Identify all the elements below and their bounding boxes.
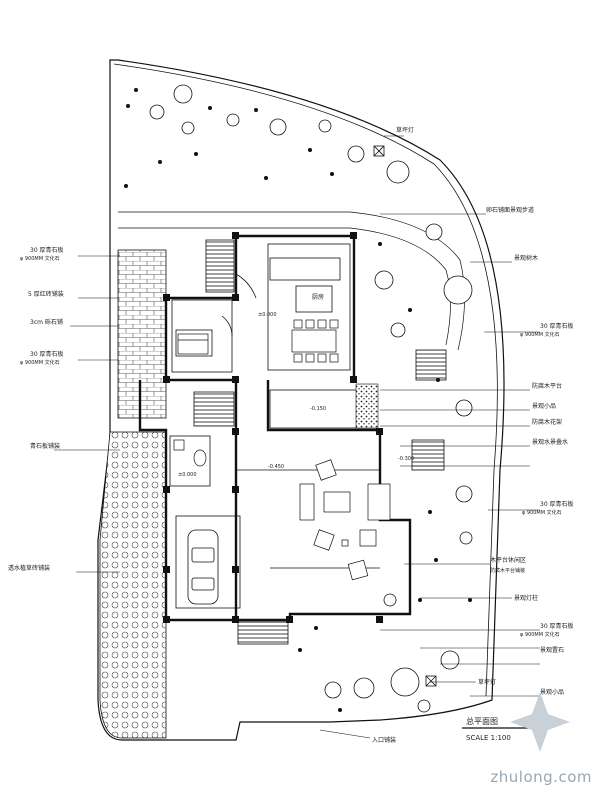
stairs-right-upper	[415, 349, 447, 381]
label-right-10b: 防腐木平台铺装	[490, 567, 525, 574]
garden-path-upper-2	[118, 227, 451, 346]
dining-furniture	[291, 319, 339, 363]
label-right-4b: φ 900MM 文化石	[520, 331, 560, 338]
label-right-7: 防腐木花架	[532, 418, 562, 426]
room-kitchen: 厨房	[312, 293, 324, 301]
label-left-1b: φ 900MM 文化石	[20, 255, 60, 262]
room-level3: -0.450	[268, 464, 284, 470]
label-right-3: 景观树木	[514, 254, 538, 262]
label-right-10a: 木平台休闲区	[490, 556, 526, 564]
room-level2: -0.150	[310, 406, 326, 412]
car	[187, 529, 219, 605]
trees	[149, 84, 473, 713]
label-left-4b: φ 900MM 文化石	[20, 359, 60, 366]
label-left-1a: 30 厚青石板	[30, 246, 64, 254]
label-right-4a: 30 厚青石板	[540, 322, 574, 330]
stairs-middle	[193, 391, 235, 427]
label-right-9b: φ 900MM 文化石	[522, 509, 562, 516]
lamp-icons	[373, 145, 437, 687]
label-right-1: 草坪灯	[396, 126, 414, 134]
site-boundary	[97, 59, 505, 741]
label-left-5: 青石板铺装	[30, 442, 60, 450]
site-boundary-inner	[113, 63, 498, 697]
stairs-entrance	[237, 621, 289, 645]
room-dining: ±0.000	[258, 312, 277, 318]
stairs-upper	[205, 239, 235, 293]
watermark-logo	[510, 692, 570, 752]
columns	[163, 232, 383, 623]
label-right-13: 景观置石	[540, 647, 564, 654]
grass-paver-area	[99, 431, 167, 739]
label-right-8: 景观水景叠水	[532, 438, 568, 446]
label-left-3: 3cm 砾石铺	[30, 318, 63, 326]
shrubs	[124, 88, 472, 712]
label-right-12a: 30 厚青石板	[540, 622, 574, 630]
living-furniture	[299, 459, 391, 581]
leader-lines	[54, 135, 540, 739]
label-entrance: 入口铺装	[372, 736, 396, 744]
watermark-text: zhulong.com	[490, 768, 592, 786]
label-left-4a: 30 厚青石板	[30, 350, 64, 358]
label-right-15: 景观小品	[540, 688, 564, 696]
gravel-strip	[355, 383, 379, 429]
label-left-6: 透水植草砖铺装	[8, 564, 50, 572]
label-right-5: 防腐木平台	[532, 382, 562, 390]
plan-title: 总平面图	[466, 716, 498, 726]
garden-path-upper	[118, 211, 465, 351]
room-level5: -0.300	[398, 456, 414, 462]
stairs-right-lower	[411, 439, 445, 471]
room-level4: ±0.000	[178, 472, 197, 478]
label-right-6: 景观小品	[532, 402, 556, 410]
label-right-14: 草坪灯	[478, 678, 496, 686]
brick-paving-area	[117, 249, 167, 419]
label-right-12b: φ 900MM 文化石	[520, 631, 560, 638]
label-right-9a: 30 厚青石板	[540, 500, 574, 508]
bed	[177, 333, 209, 355]
plan-scale: SCALE 1:100	[466, 734, 511, 742]
label-right-2: 卵石铺面景观步道	[486, 206, 534, 214]
bath-fixtures	[173, 439, 207, 467]
label-right-11: 景观灯柱	[514, 594, 538, 602]
label-left-2: 5 厚红砖铺装	[28, 290, 64, 298]
